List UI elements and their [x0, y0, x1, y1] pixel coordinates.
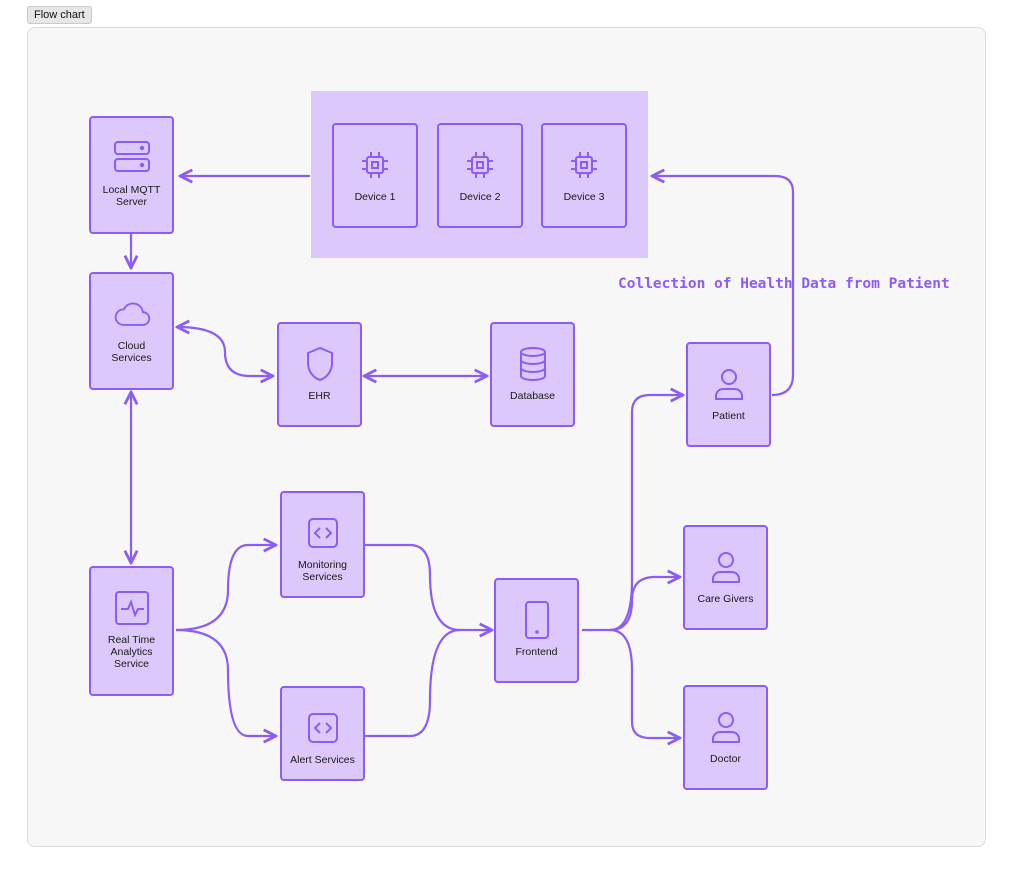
node-label: Device 2 — [459, 191, 501, 203]
node-label: Database — [510, 390, 555, 402]
user-icon — [706, 707, 746, 747]
node-label: Local MQTT Server — [102, 184, 161, 208]
node-label: Device 3 — [563, 191, 605, 203]
code-icon — [303, 708, 343, 748]
database-icon — [513, 344, 553, 384]
node-database[interactable]: Database — [490, 322, 575, 427]
node-device-3[interactable]: Device 3 — [541, 123, 627, 228]
node-label: Real Time Analytics Service — [107, 634, 156, 670]
node-label: Doctor — [710, 753, 741, 765]
node-alert-services[interactable]: Alert Services — [280, 686, 365, 781]
edge-cloud-ehr — [177, 327, 273, 376]
edge-frontend-to-doctor — [609, 628, 680, 738]
cloud-icon — [112, 294, 152, 334]
tablet-icon — [517, 600, 557, 640]
node-label: Care Givers — [697, 593, 754, 605]
node-real-time-analytics[interactable]: Real Time Analytics Service — [89, 566, 174, 696]
node-care-givers[interactable]: Care Givers — [683, 525, 768, 630]
node-label: Monitoring Services — [297, 559, 348, 583]
chip-icon — [460, 145, 500, 185]
edge-patient-to-devices — [652, 176, 795, 397]
node-cloud-services[interactable]: Cloud Services — [89, 272, 174, 390]
node-label: EHR — [308, 390, 331, 402]
node-label: Alert Services — [290, 754, 355, 766]
node-label: Patient — [712, 410, 745, 422]
node-label: Frontend — [515, 646, 558, 658]
tab-flow-chart[interactable]: Flow chart — [27, 6, 92, 24]
edge-realtime-to-monitoring — [175, 545, 276, 632]
server-icon — [112, 138, 152, 178]
node-local-mqtt-server[interactable]: Local MQTT Server — [89, 116, 174, 234]
edge-monitoring-to-frontend — [365, 543, 492, 630]
shield-icon — [300, 344, 340, 384]
node-ehr[interactable]: EHR — [277, 322, 362, 427]
user-icon — [709, 364, 749, 404]
node-monitoring-services[interactable]: Monitoring Services — [280, 491, 365, 598]
node-doctor[interactable]: Doctor — [683, 685, 768, 790]
node-device-2[interactable]: Device 2 — [437, 123, 523, 228]
chip-icon — [355, 145, 395, 185]
code-icon — [303, 513, 343, 553]
user-icon — [706, 547, 746, 587]
edge-realtime-to-alert — [175, 628, 276, 736]
chip-icon — [564, 145, 604, 185]
node-patient[interactable]: Patient — [686, 342, 771, 447]
node-label: Cloud Services — [111, 340, 152, 364]
node-label: Device 1 — [354, 191, 396, 203]
node-device-1[interactable]: Device 1 — [332, 123, 418, 228]
node-frontend[interactable]: Frontend — [494, 578, 579, 683]
edge-alert-to-frontend — [365, 628, 461, 738]
activity-icon — [112, 588, 152, 628]
annotation-collection-of-health-data: Collection of Health Data from Patient — [618, 276, 950, 292]
edge-frontend-to-caregivers — [609, 577, 680, 632]
